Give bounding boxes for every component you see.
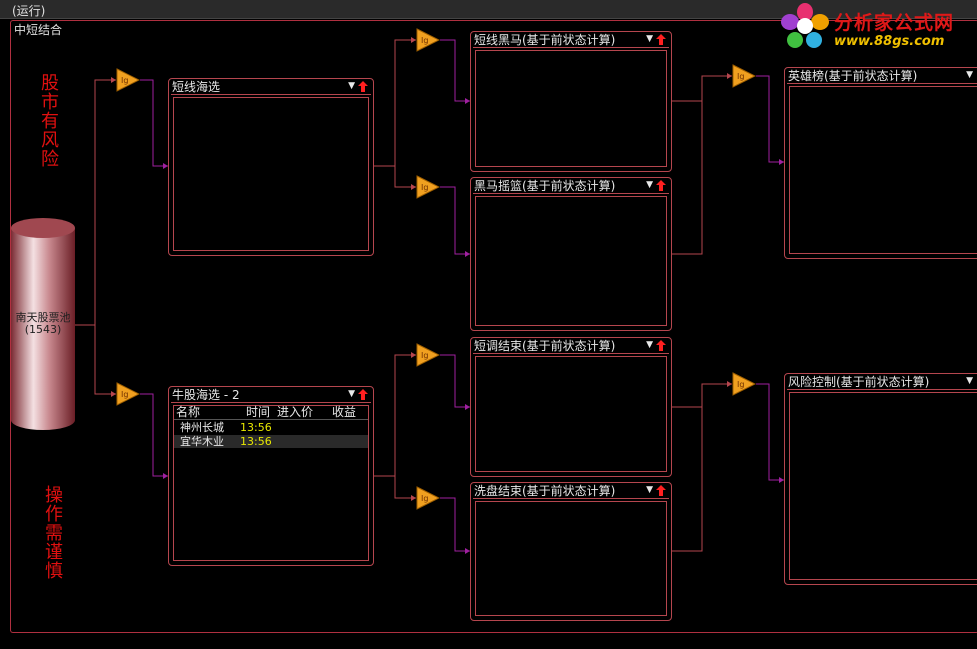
window-titlebar: (运行) <box>0 0 977 19</box>
red-up-arrow-icon[interactable] <box>655 33 667 46</box>
svg-text:Ig: Ig <box>121 76 128 85</box>
filter-triangle-icon[interactable]: Ig <box>732 372 756 396</box>
caution-warning-text: 操作需谨慎 <box>45 485 63 582</box>
svg-text:Ig: Ig <box>421 351 428 360</box>
bull-scan-panel[interactable]: 牛股海选 - 2 ▼ 名称 时间 进入价 收益 神州长城 13:56 宜华木业 … <box>168 386 374 566</box>
filter-triangle-icon[interactable]: Ig <box>732 64 756 88</box>
red-up-arrow-icon[interactable] <box>655 339 667 352</box>
red-up-arrow-icon[interactable] <box>655 484 667 497</box>
col-gain-header[interactable]: 收益 <box>332 405 357 419</box>
risk-control-panel[interactable]: 风险控制(基于前状态计算) ▼ <box>784 373 977 585</box>
col-price-header[interactable]: 进入价 <box>277 405 314 419</box>
red-up-arrow-icon[interactable] <box>357 388 369 401</box>
panel-header: 短调结束(基于前状态计算) ▼ <box>473 339 669 354</box>
panel-title: 黑马摇篮(基于前状态计算) <box>474 179 616 193</box>
horse-cradle-panel[interactable]: 黑马摇篮(基于前状态计算) ▼ <box>470 177 672 331</box>
panel-list[interactable] <box>475 50 667 167</box>
risk-warning-text: 股市有风险 <box>41 73 59 170</box>
logo-url: www.88gs.com <box>834 34 945 49</box>
col-time-header[interactable]: 时间 <box>246 405 271 419</box>
dark-horse-panel[interactable]: 短线黑马(基于前状态计算) ▼ <box>470 31 672 172</box>
short-scan-panel[interactable]: 短线海选 ▼ <box>168 78 374 256</box>
panel-list[interactable] <box>789 392 977 580</box>
site-logo: 分析家公式网 www.88gs.com <box>776 0 977 52</box>
panel-title: 风险控制(基于前状态计算) <box>788 375 930 389</box>
table-header: 名称 时间 进入价 收益 <box>174 406 368 420</box>
frame-title: 中短结合 <box>14 23 63 37</box>
dropdown-arrow-icon[interactable]: ▼ <box>646 485 653 495</box>
window-title: (运行) <box>12 4 46 18</box>
dropdown-arrow-icon[interactable]: ▼ <box>348 81 355 91</box>
stock-pool-count: (1543) <box>24 323 62 336</box>
dropdown-arrow-icon[interactable]: ▼ <box>348 389 355 399</box>
svg-text:Ig: Ig <box>737 380 744 389</box>
col-name-header[interactable]: 名称 <box>176 405 201 419</box>
svg-text:Ig: Ig <box>421 494 428 503</box>
hero-list-panel[interactable]: 英雄榜(基于前状态计算) ▼ <box>784 67 977 259</box>
svg-text:Ig: Ig <box>421 36 428 45</box>
stock-pool-cylinder[interactable] <box>11 218 75 430</box>
stock-table[interactable]: 名称 时间 进入价 收益 神州长城 13:56 宜华木业 13:56 <box>173 405 369 561</box>
filter-triangle-icon[interactable]: Ig <box>116 382 140 406</box>
filter-triangle-icon[interactable]: Ig <box>416 28 440 52</box>
table-row[interactable]: 宜华木业 13:56 <box>174 435 368 448</box>
strategy-frame <box>10 20 977 633</box>
panel-title: 短线海选 <box>172 80 221 94</box>
panel-title: 牛股海选 - 2 <box>172 388 240 402</box>
panel-header: 英雄榜(基于前状态计算) ▼ <box>787 69 977 84</box>
filter-triangle-icon[interactable]: Ig <box>416 175 440 199</box>
panel-header: 洗盘结束(基于前状态计算) ▼ <box>473 484 669 499</box>
panel-header: 短线海选 ▼ <box>171 80 371 95</box>
panel-title: 短调结束(基于前状态计算) <box>474 339 616 353</box>
panel-list[interactable] <box>475 501 667 616</box>
dropdown-arrow-icon[interactable]: ▼ <box>966 70 973 80</box>
stock-pool-label: 南天股票池 (1543) <box>8 312 78 336</box>
panel-list[interactable] <box>789 86 977 254</box>
stock-name: 宜华木业 <box>180 435 224 448</box>
panel-title: 洗盘结束(基于前状态计算) <box>474 484 616 498</box>
filter-triangle-icon[interactable]: Ig <box>416 343 440 367</box>
panel-title: 短线黑马(基于前状态计算) <box>474 33 616 47</box>
filter-triangle-icon[interactable]: Ig <box>116 68 140 92</box>
red-up-arrow-icon[interactable] <box>357 80 369 93</box>
panel-list[interactable] <box>475 196 667 326</box>
panel-header: 牛股海选 - 2 ▼ <box>171 388 371 403</box>
svg-text:Ig: Ig <box>121 390 128 399</box>
panel-header: 风险控制(基于前状态计算) ▼ <box>787 375 977 390</box>
panel-title: 英雄榜(基于前状态计算) <box>788 69 918 83</box>
panel-list[interactable] <box>475 356 667 472</box>
panel-header: 黑马摇篮(基于前状态计算) ▼ <box>473 179 669 194</box>
stock-pool-name: 南天股票池 <box>15 311 71 324</box>
svg-text:Ig: Ig <box>421 183 428 192</box>
table-row[interactable]: 神州长城 13:56 <box>174 421 368 434</box>
panel-header: 短线黑马(基于前状态计算) ▼ <box>473 33 669 48</box>
short-adjust-end-panel[interactable]: 短调结束(基于前状态计算) ▼ <box>470 337 672 477</box>
dropdown-arrow-icon[interactable]: ▼ <box>646 340 653 350</box>
dropdown-arrow-icon[interactable]: ▼ <box>646 180 653 190</box>
red-up-arrow-icon[interactable] <box>655 179 667 192</box>
flower-logo-icon <box>781 3 829 48</box>
filter-triangle-icon[interactable]: Ig <box>416 486 440 510</box>
svg-text:Ig: Ig <box>737 72 744 81</box>
dropdown-arrow-icon[interactable]: ▼ <box>646 34 653 44</box>
dropdown-arrow-icon[interactable]: ▼ <box>966 376 973 386</box>
stock-name: 神州长城 <box>180 421 224 434</box>
entry-time: 13:56 <box>240 435 272 448</box>
entry-time: 13:56 <box>240 421 272 434</box>
washout-end-panel[interactable]: 洗盘结束(基于前状态计算) ▼ <box>470 482 672 621</box>
logo-title: 分析家公式网 <box>834 12 955 34</box>
panel-list[interactable] <box>173 97 369 251</box>
